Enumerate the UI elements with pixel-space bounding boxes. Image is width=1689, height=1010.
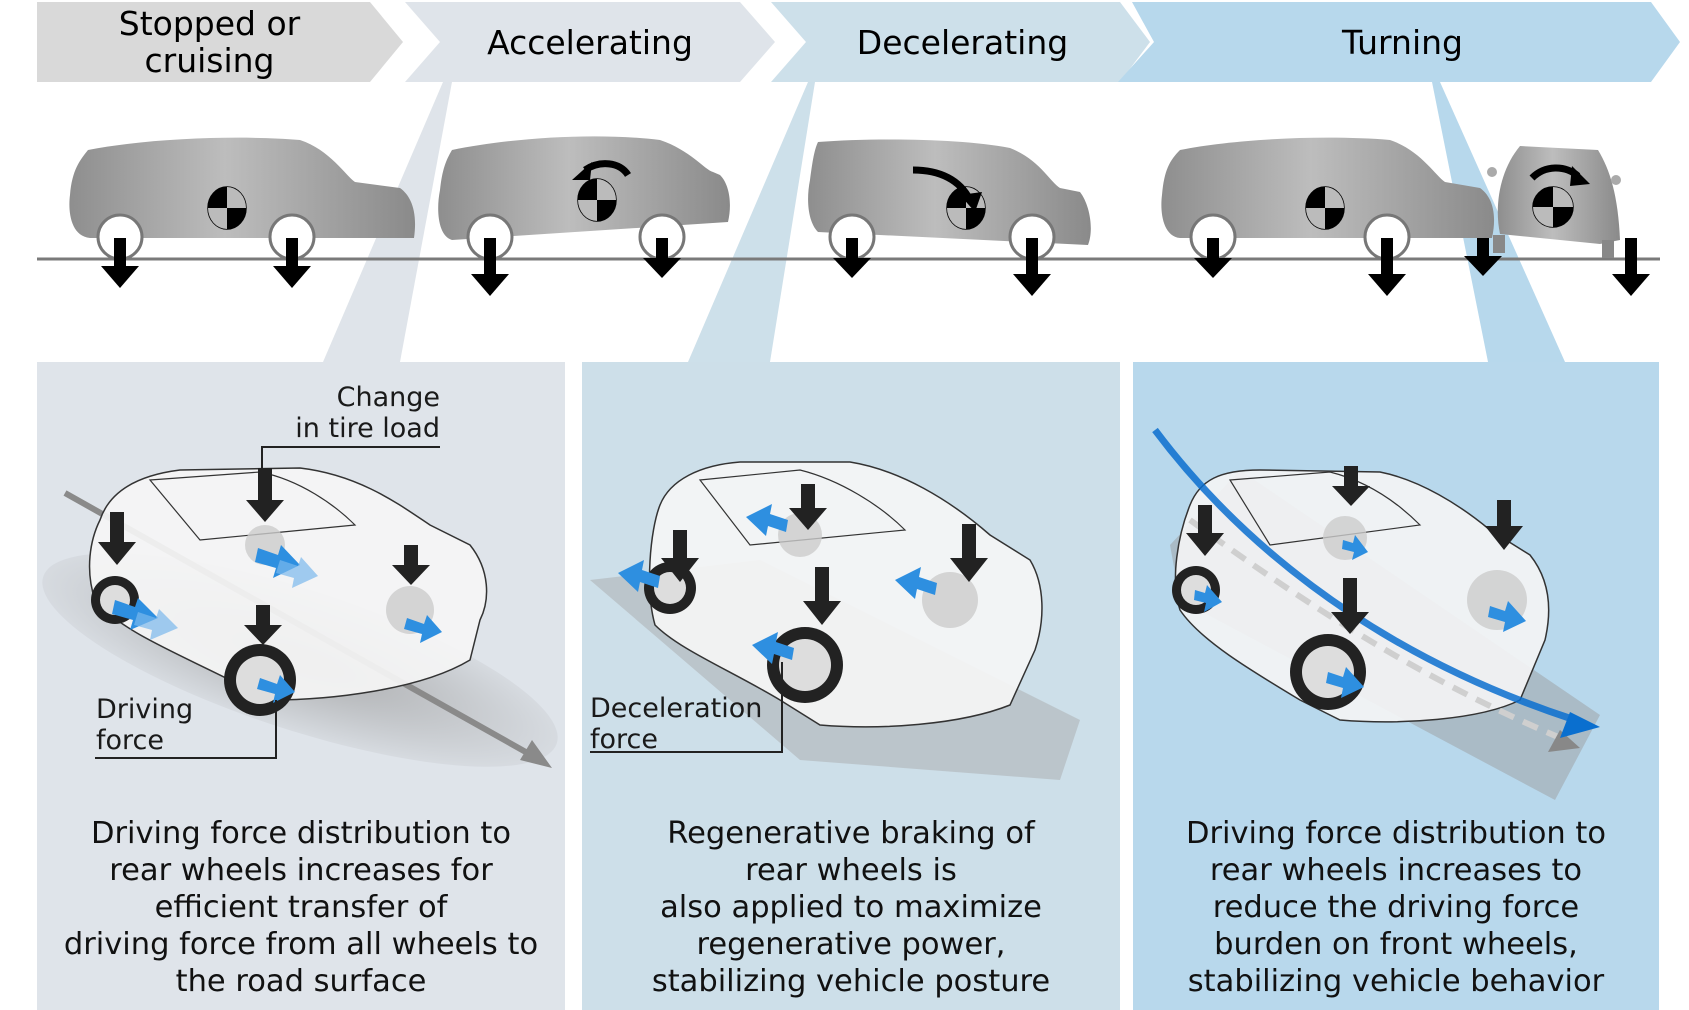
deceleration-force-arrow-icon	[752, 632, 794, 664]
chevron-accelerating	[405, 2, 775, 82]
turning-trajectory-arrowhead-icon	[1560, 712, 1600, 738]
load-arrow-icon	[661, 530, 699, 582]
turning-force-arrows	[1194, 535, 1526, 698]
center-of-gravity-icon	[1305, 186, 1345, 230]
chevron-stopped	[37, 2, 403, 82]
pitch-rotation-arrow-icon	[572, 160, 631, 180]
load-arrow-icon	[950, 524, 988, 582]
decelerating-callout-lines	[590, 662, 783, 753]
driving-force-arrow-icon	[1342, 535, 1368, 560]
load-arrow-icon	[101, 238, 139, 288]
chevron-turning	[1118, 2, 1680, 82]
direction-arrowhead-icon	[520, 740, 552, 768]
deceleration-force-arrow-icon	[746, 504, 788, 536]
phase-label-decelerating: Decelerating	[856, 22, 1069, 62]
callout-deceleration-force: Deceleration force	[590, 693, 763, 755]
deceleration-force-arrow-icon	[895, 567, 937, 599]
wheel-front-right	[386, 586, 434, 634]
car-body-outline	[648, 461, 1043, 728]
phase-label-stopped: Stopped or cruising	[118, 4, 301, 80]
phase-label-accelerating: Accelerating	[487, 22, 693, 62]
car-body-outline	[1174, 469, 1550, 723]
accelerating-callout-lines	[95, 446, 440, 759]
load-arrow-icon	[1332, 466, 1370, 506]
panel-description-decelerating: Regenerative braking of rear wheels is a…	[651, 816, 1051, 999]
deceleration-force-arrow-icon	[618, 560, 660, 592]
car-rear-turning	[1487, 146, 1621, 258]
panel-description-accelerating: Driving force distribution to rear wheel…	[63, 816, 539, 999]
turning-car-illustration	[1152, 427, 1600, 800]
straight-path-arrowhead-icon	[1548, 730, 1580, 752]
load-arrow-icon	[1186, 505, 1224, 556]
center-of-gravity-icon	[207, 186, 247, 230]
chevron-decelerating	[771, 2, 1150, 82]
callout-change-in-tire-load: Change in tire load	[295, 382, 440, 444]
center-of-gravity-icon	[577, 178, 617, 222]
straight-path-dashed	[1188, 517, 1572, 745]
callout-driving-force: Driving force	[96, 694, 194, 756]
driving-force-arrow-icon	[1326, 667, 1364, 698]
panel-description-turning: Driving force distribution to rear wheel…	[1185, 816, 1607, 999]
driving-force-arrow-icon	[257, 675, 295, 703]
car-side-stopped	[69, 137, 416, 261]
accelerating-load-arrows	[98, 468, 430, 645]
load-arrow-icon	[244, 605, 282, 645]
mirror-left	[1487, 167, 1497, 177]
load-arrow-icon	[1013, 238, 1051, 296]
driving-force-arrow-icon	[1488, 601, 1526, 632]
car-side-decelerating	[808, 139, 1091, 261]
tire-load-arrows	[101, 238, 1650, 296]
decelerating-car-illustration	[590, 461, 1080, 780]
connector-decelerating	[688, 82, 815, 362]
load-arrow-icon	[1464, 238, 1502, 276]
load-arrow-icon	[1331, 578, 1369, 634]
load-arrow-icon	[1485, 500, 1523, 550]
load-arrow-icon	[246, 468, 284, 522]
turning-trajectory	[1152, 427, 1577, 724]
accelerating-car-illustration	[42, 467, 558, 768]
load-arrow-icon	[273, 238, 311, 288]
load-arrow-icon	[833, 238, 871, 278]
center-of-gravity-icon	[1532, 186, 1574, 228]
mirror-right	[1611, 175, 1621, 185]
accelerating-force-arrows	[112, 545, 442, 703]
load-arrow-icon	[98, 512, 136, 565]
load-arrow-icon	[803, 567, 841, 625]
load-arrow-icon	[643, 238, 681, 278]
load-arrow-icon	[1612, 238, 1650, 296]
load-arrow-icon	[1194, 238, 1232, 278]
car-window-outline	[1228, 471, 1422, 546]
load-arrow-icon	[392, 545, 430, 585]
phase-label-turning: Turning	[1342, 22, 1463, 62]
load-arrow-icon	[789, 484, 827, 530]
load-arrow-icon	[471, 238, 509, 296]
car-side-accelerating	[438, 136, 730, 261]
pitch-rotation-arrow-icon	[912, 166, 982, 212]
turning-load-arrows	[1186, 466, 1523, 634]
rear-tire-left	[1493, 235, 1505, 253]
rear-tire-right	[1602, 240, 1614, 258]
car-side-turning	[1161, 137, 1495, 261]
load-arrow-icon	[1368, 238, 1406, 296]
car-window-outline	[698, 469, 907, 546]
driving-force-arrow-icon	[404, 615, 442, 643]
driving-force-arrow-icon	[1194, 585, 1222, 612]
decelerating-force-arrows	[618, 504, 937, 664]
roll-rotation-arrow-icon	[1529, 164, 1590, 186]
decelerating-load-arrows	[661, 484, 988, 625]
